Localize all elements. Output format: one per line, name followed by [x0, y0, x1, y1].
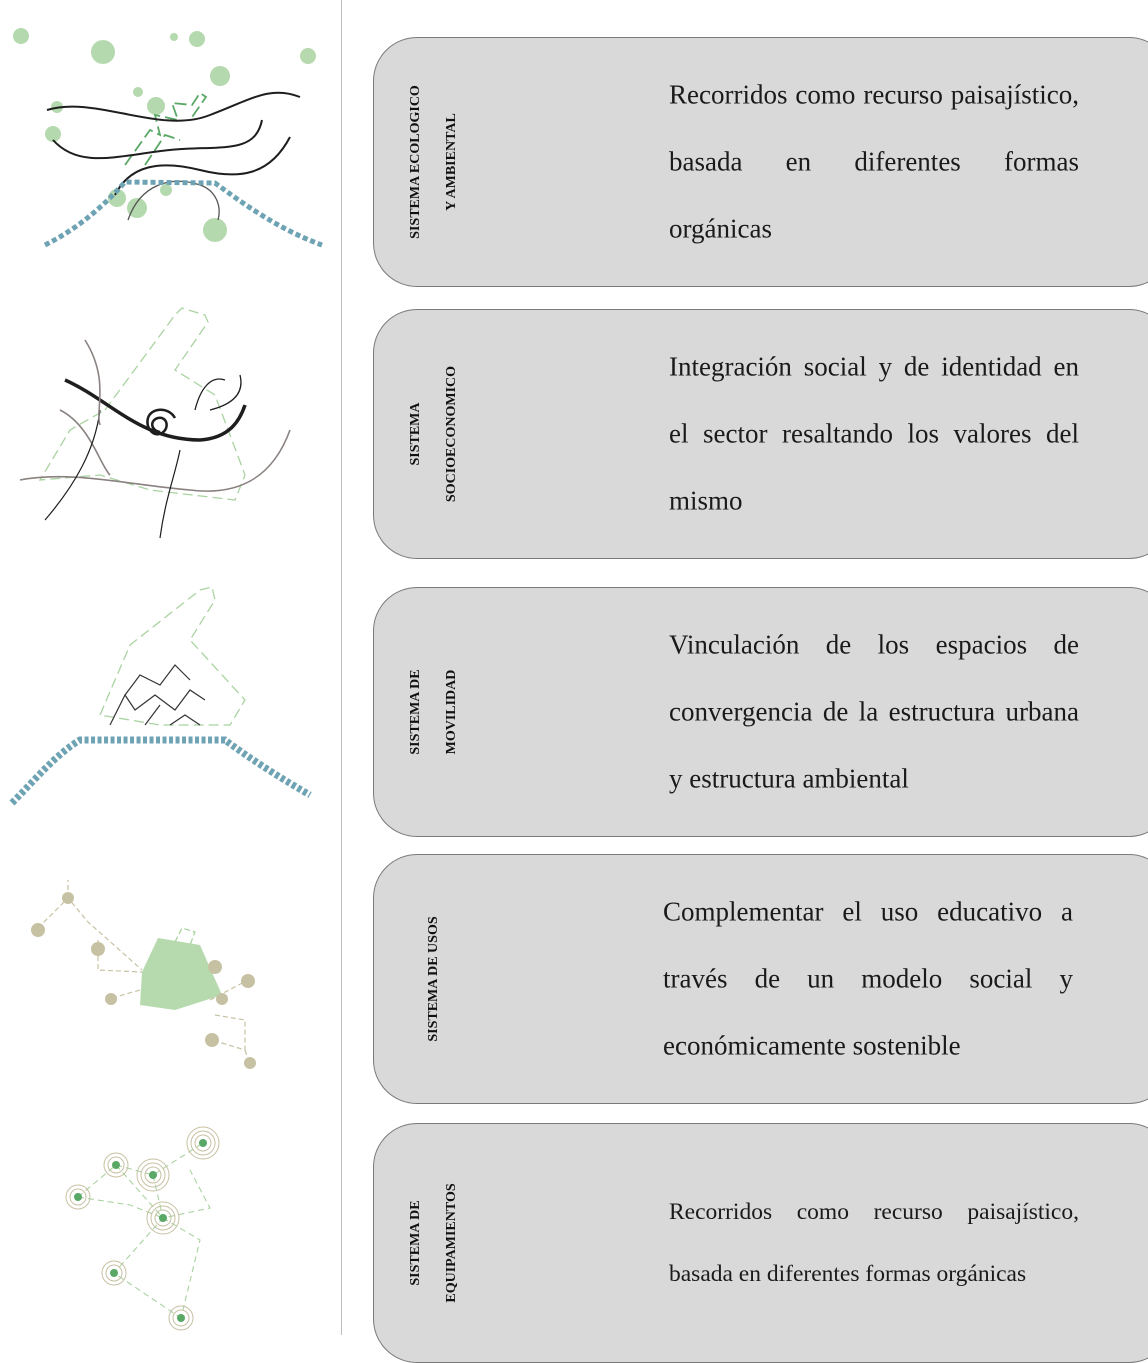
system-card-facilities: SISTEMA DE EQUIPAMIENTOS Recorridos como… [373, 1123, 1148, 1363]
system-label-line: Y AMBIENTAL [444, 113, 459, 211]
system-card-label: SISTEMA SOCIOECONOMICO [374, 310, 494, 558]
system-card-label: SISTEMA DE USOS [374, 855, 494, 1103]
ecological-paths-sketch-icon [0, 15, 335, 275]
system-card-label: SISTEMA DE EQUIPAMIENTOS [374, 1124, 494, 1362]
land-use-nodes-sketch-icon [0, 870, 335, 1100]
system-description: Vinculación de los espacios de convergen… [669, 629, 1079, 794]
system-card-socioeconomic: SISTEMA SOCIOECONOMICO Integración socia… [373, 309, 1148, 559]
system-label-line: SISTEMA DE [408, 669, 423, 755]
system-label-line: SISTEMA DE USOS [426, 916, 441, 1042]
spiral-sketch-icon [0, 300, 335, 550]
system-card-mobility: SISTEMA DE MOVILIDAD Vinculación de los … [373, 587, 1148, 837]
system-card-uses: SISTEMA DE USOS Complementar el uso educ… [373, 854, 1148, 1104]
system-card-label: SISTEMA DE MOVILIDAD [374, 588, 494, 836]
mobility-network-sketch-icon [0, 575, 335, 825]
system-description: Complementar el uso educativo a través d… [663, 896, 1073, 1061]
system-label-line: EQUIPAMIENTOS [444, 1183, 459, 1303]
system-label-line: SOCIOECONOMICO [444, 365, 459, 503]
facilities-nodes-sketch-icon [0, 1120, 335, 1335]
system-description: Recorridos como recurso paisajístico, ba… [669, 1199, 1079, 1287]
system-label-line: MOVILIDAD [444, 669, 459, 755]
system-description: Recorridos como recurso paisajístico, ba… [669, 79, 1079, 244]
system-label-line: SISTEMA ECOLOGICO [408, 85, 423, 239]
system-card-ecological: SISTEMA ECOLOGICO Y AMBIENTAL Recorridos… [373, 37, 1148, 287]
system-label-line: SISTEMA DE [408, 1200, 423, 1286]
system-label-line: SISTEMA [408, 402, 423, 466]
system-card-label: SISTEMA ECOLOGICO Y AMBIENTAL [374, 38, 494, 286]
system-description: Integración social y de identidad en el … [669, 351, 1079, 516]
vertical-divider [341, 0, 342, 1335]
